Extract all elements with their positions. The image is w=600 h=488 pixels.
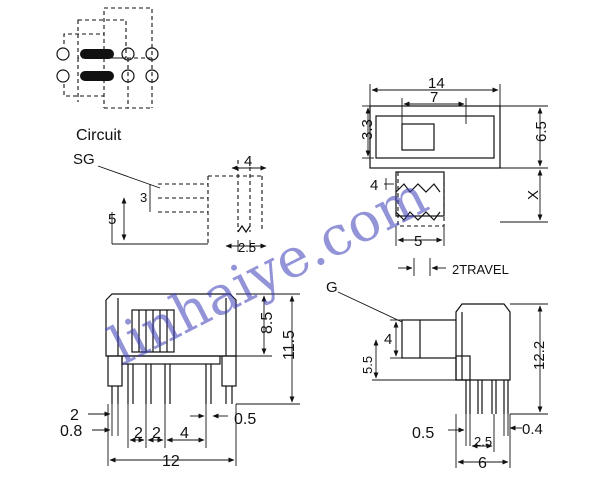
top-dim-3-3: 3.3 xyxy=(359,119,376,140)
contact-circle xyxy=(121,69,135,83)
contact-circle xyxy=(145,47,159,61)
side-dim-0-5: 0.5 xyxy=(412,425,434,442)
front-dim-2-left: 2 xyxy=(70,407,79,424)
front-dim-8-5: 8.5 xyxy=(259,312,276,334)
sg-dim-2-5: 2.5 xyxy=(238,240,256,255)
sg-dim-3: 3 xyxy=(140,190,147,205)
circuit-symbol: Circuit xyxy=(56,7,159,144)
sg-detail: SG 3 5 4 2.5 xyxy=(73,151,267,255)
side-dim-6: 6 xyxy=(478,455,487,472)
top-dim-7: 7 xyxy=(430,89,438,106)
contact-bridge xyxy=(80,71,114,81)
g-label: G xyxy=(326,279,338,296)
front-dim-2-a: 2 xyxy=(134,425,143,442)
side-dim-12-2: 12.2 xyxy=(531,341,548,370)
front-dim-0-8: 0.8 xyxy=(60,423,82,440)
side-dim-5-5: 5.5 xyxy=(360,356,375,374)
top-view-body xyxy=(369,105,501,169)
top-dim-6-5: 6.5 xyxy=(533,121,550,142)
front-dim-4: 4 xyxy=(180,425,189,442)
side-dim-2-5: 2.5 xyxy=(474,434,492,449)
top-dim-14: 14 xyxy=(428,75,445,92)
sg-dim-5: 5 xyxy=(108,211,116,228)
top-dim-x: X xyxy=(525,190,542,200)
travel-label: 2TRAVEL xyxy=(452,262,509,277)
contact-circle xyxy=(121,47,135,61)
side-view-lever xyxy=(401,319,457,359)
front-dim-11-5: 11.5 xyxy=(281,330,298,360)
side-dim-4: 4 xyxy=(384,331,392,348)
contact-circle xyxy=(145,69,159,83)
side-view: G 4 5.5 12.2 0.5 2.5 0.4 xyxy=(326,279,548,472)
front-dim-0-5: 0.5 xyxy=(234,411,256,428)
top-dim-4: 4 xyxy=(370,177,378,194)
contact-circle xyxy=(56,47,70,61)
top-view: 14 7 3.3 6.5 4 X 5 2TRAVEL xyxy=(359,75,550,277)
side-dim-0-4: 0.4 xyxy=(522,421,543,438)
circuit-label: Circuit xyxy=(76,127,122,144)
top-dim-5: 5 xyxy=(414,233,422,250)
side-view-body xyxy=(455,303,511,381)
front-dim-2-b: 2 xyxy=(152,425,161,442)
top-view-slider xyxy=(401,123,435,151)
front-view-body xyxy=(105,293,237,357)
front-view: 8.5 11.5 2 0.8 2 2 4 0.5 12 xyxy=(60,293,300,470)
contact-circle xyxy=(56,69,70,83)
contact-bridge xyxy=(80,49,114,59)
sg-label: SG xyxy=(73,151,95,168)
sg-dim-4: 4 xyxy=(244,153,252,170)
front-dim-12: 12 xyxy=(162,453,180,470)
